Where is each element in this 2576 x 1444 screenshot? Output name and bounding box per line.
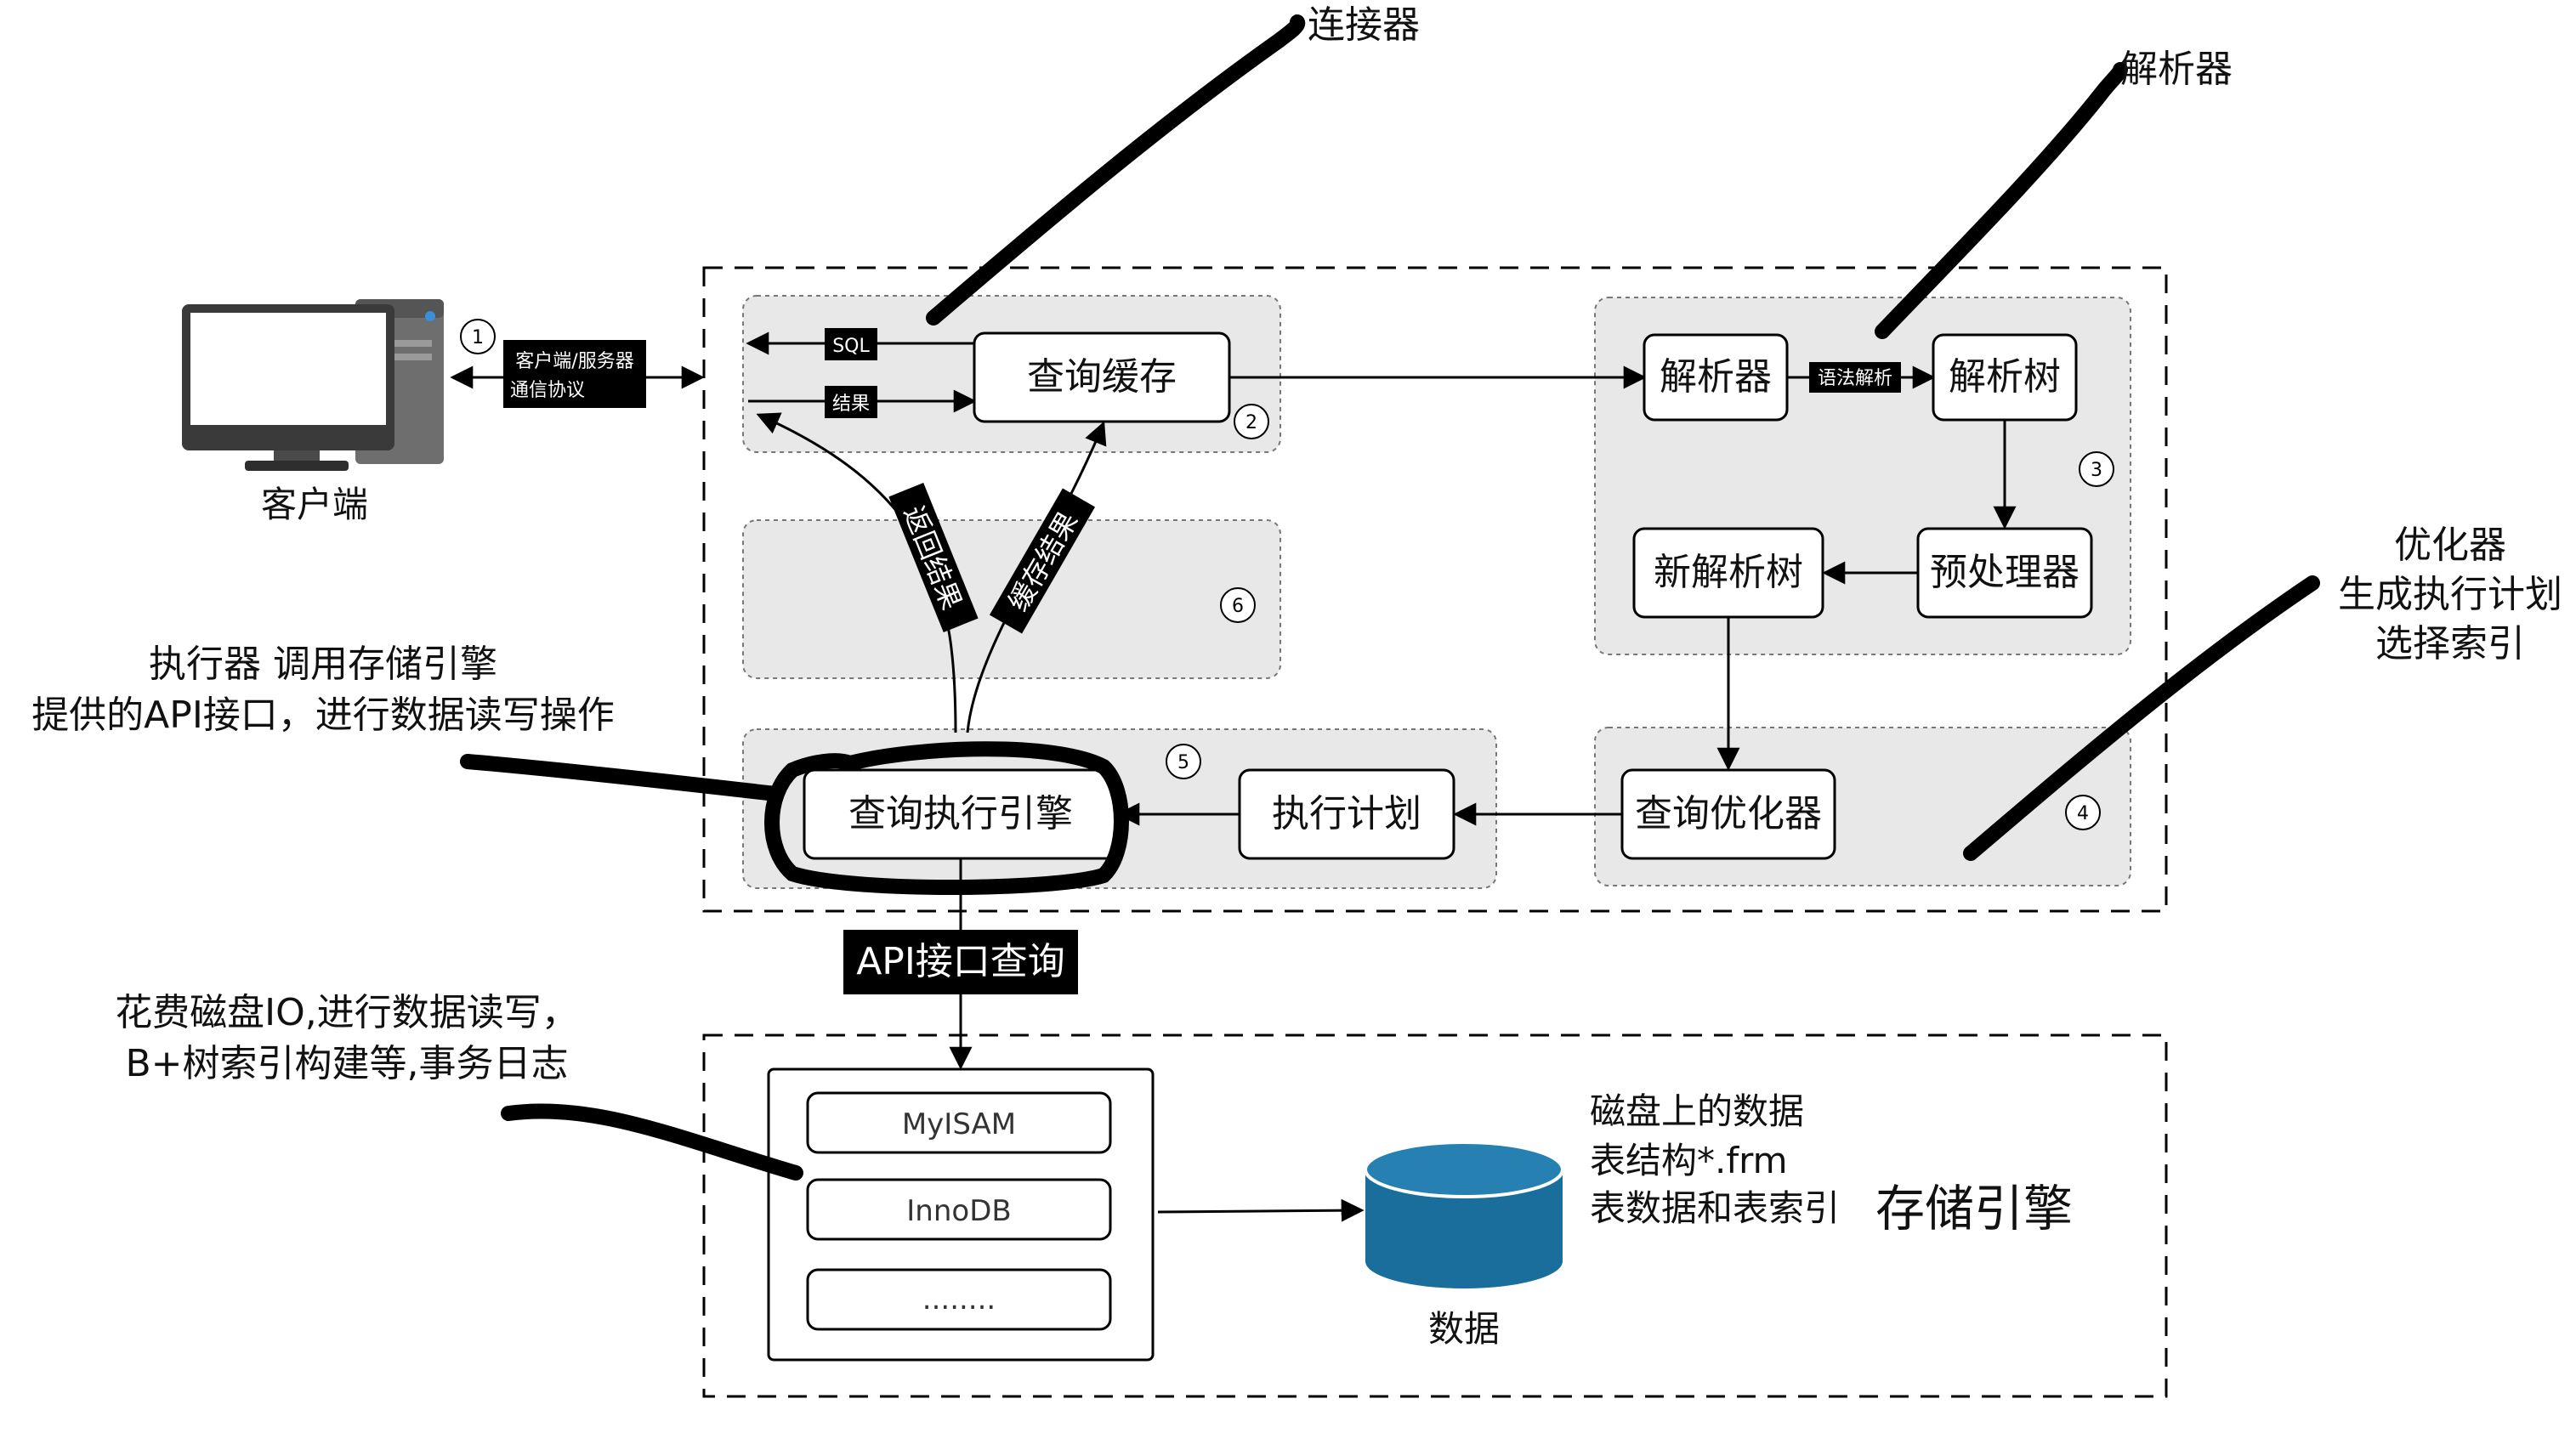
storage-annotation-stroke xyxy=(501,1103,803,1181)
engine-innodb-label: InnoDB xyxy=(906,1194,1011,1228)
storage-layer-boundary xyxy=(702,1033,2168,1398)
data-label: 数据 xyxy=(1428,1308,1500,1350)
parser-annotation-stroke xyxy=(1875,62,2128,339)
step-1-number: 1 xyxy=(472,327,484,348)
step-6-badge xyxy=(1220,587,1256,623)
result-label-box xyxy=(825,386,877,418)
api-query-label-box xyxy=(843,930,1078,994)
parse-tree-label: 解析树 xyxy=(1949,355,2061,399)
optimizer-annotation-stroke xyxy=(1963,575,2320,861)
step-6-number: 6 xyxy=(1232,596,1244,617)
step-2-badge xyxy=(1234,404,1269,439)
preprocessor-label: 预处理器 xyxy=(1930,551,2080,594)
step-1-badge xyxy=(460,319,496,354)
api-query-label: API接口查询 xyxy=(856,940,1065,983)
optimizer-annotation-line1: 优化器 xyxy=(2394,524,2506,567)
query-cache-label: 查询缓存 xyxy=(1027,355,1177,399)
parser-annotation: 解析器 xyxy=(2120,48,2233,91)
disk-data-line2: 表结构*.frm xyxy=(1590,1140,1788,1181)
engine-highlight-circle xyxy=(764,741,1129,895)
executor-annotation-stroke xyxy=(460,754,783,801)
plan-label: 执行计划 xyxy=(1272,792,1421,835)
protocol-label-line1: 客户端/服务器 xyxy=(515,351,633,372)
engine-more-box xyxy=(806,1268,1112,1331)
connector-annotation: 连接器 xyxy=(1308,3,1420,47)
protocol-label-line2: 通信协议 xyxy=(510,380,585,401)
optimizer-annotation-line2: 生成执行计划 xyxy=(2338,573,2562,616)
disk-data-line1: 磁盘上的数据 xyxy=(1590,1090,1804,1132)
engine-label: 查询执行引擎 xyxy=(848,792,1073,835)
parser-label: 解析器 xyxy=(1660,355,1772,399)
syntax-label-box xyxy=(1809,362,1901,393)
database-cylinder-icon xyxy=(1364,1141,1564,1288)
engine-more-label: ........ xyxy=(922,1283,996,1317)
sql-label: SQL xyxy=(832,336,870,357)
new-parse-tree-label: 新解析树 xyxy=(1654,551,1803,594)
disk-data-line3: 表数据和表索引 xyxy=(1590,1187,1840,1229)
server-layer-boundary xyxy=(702,266,2168,913)
storage-annotation-line1: 花费磁盘IO,进行数据读写， xyxy=(115,991,579,1034)
step-3-number: 3 xyxy=(2091,460,2102,481)
optimizer-annotation-line3: 选择索引 xyxy=(2375,622,2525,665)
step-4-number: 4 xyxy=(2077,803,2089,824)
executor-annotation-line1: 执行器 调用存储引擎 xyxy=(149,643,497,686)
step-2-number: 2 xyxy=(1245,412,1257,433)
engine-innodb-box xyxy=(806,1178,1112,1241)
step-3-badge xyxy=(2079,451,2114,487)
sql-label-box xyxy=(825,328,877,360)
step-4-badge xyxy=(2065,795,2101,830)
storage-annotation-line2: B+树索引构建等,事务日志 xyxy=(125,1042,568,1085)
storage-engine-title: 存储引擎 xyxy=(1875,1180,2073,1237)
computer-icon xyxy=(182,299,444,471)
optimizer-label: 查询优化器 xyxy=(1635,792,1822,835)
result-label: 结果 xyxy=(832,394,870,415)
client-label: 客户端 xyxy=(261,484,368,525)
step-5-number: 5 xyxy=(1177,752,1189,773)
engine-myisam-box xyxy=(806,1091,1112,1154)
syntax-label: 语法解析 xyxy=(1818,368,1892,389)
executor-annotation-line2: 提供的API接口，进行数据读写操作 xyxy=(31,694,615,737)
engine-myisam-label: MyISAM xyxy=(902,1107,1016,1141)
storage-to-data-arrow xyxy=(1157,1198,1365,1222)
step-5-badge xyxy=(1166,744,1201,779)
connector-annotation-stroke xyxy=(926,14,1306,326)
